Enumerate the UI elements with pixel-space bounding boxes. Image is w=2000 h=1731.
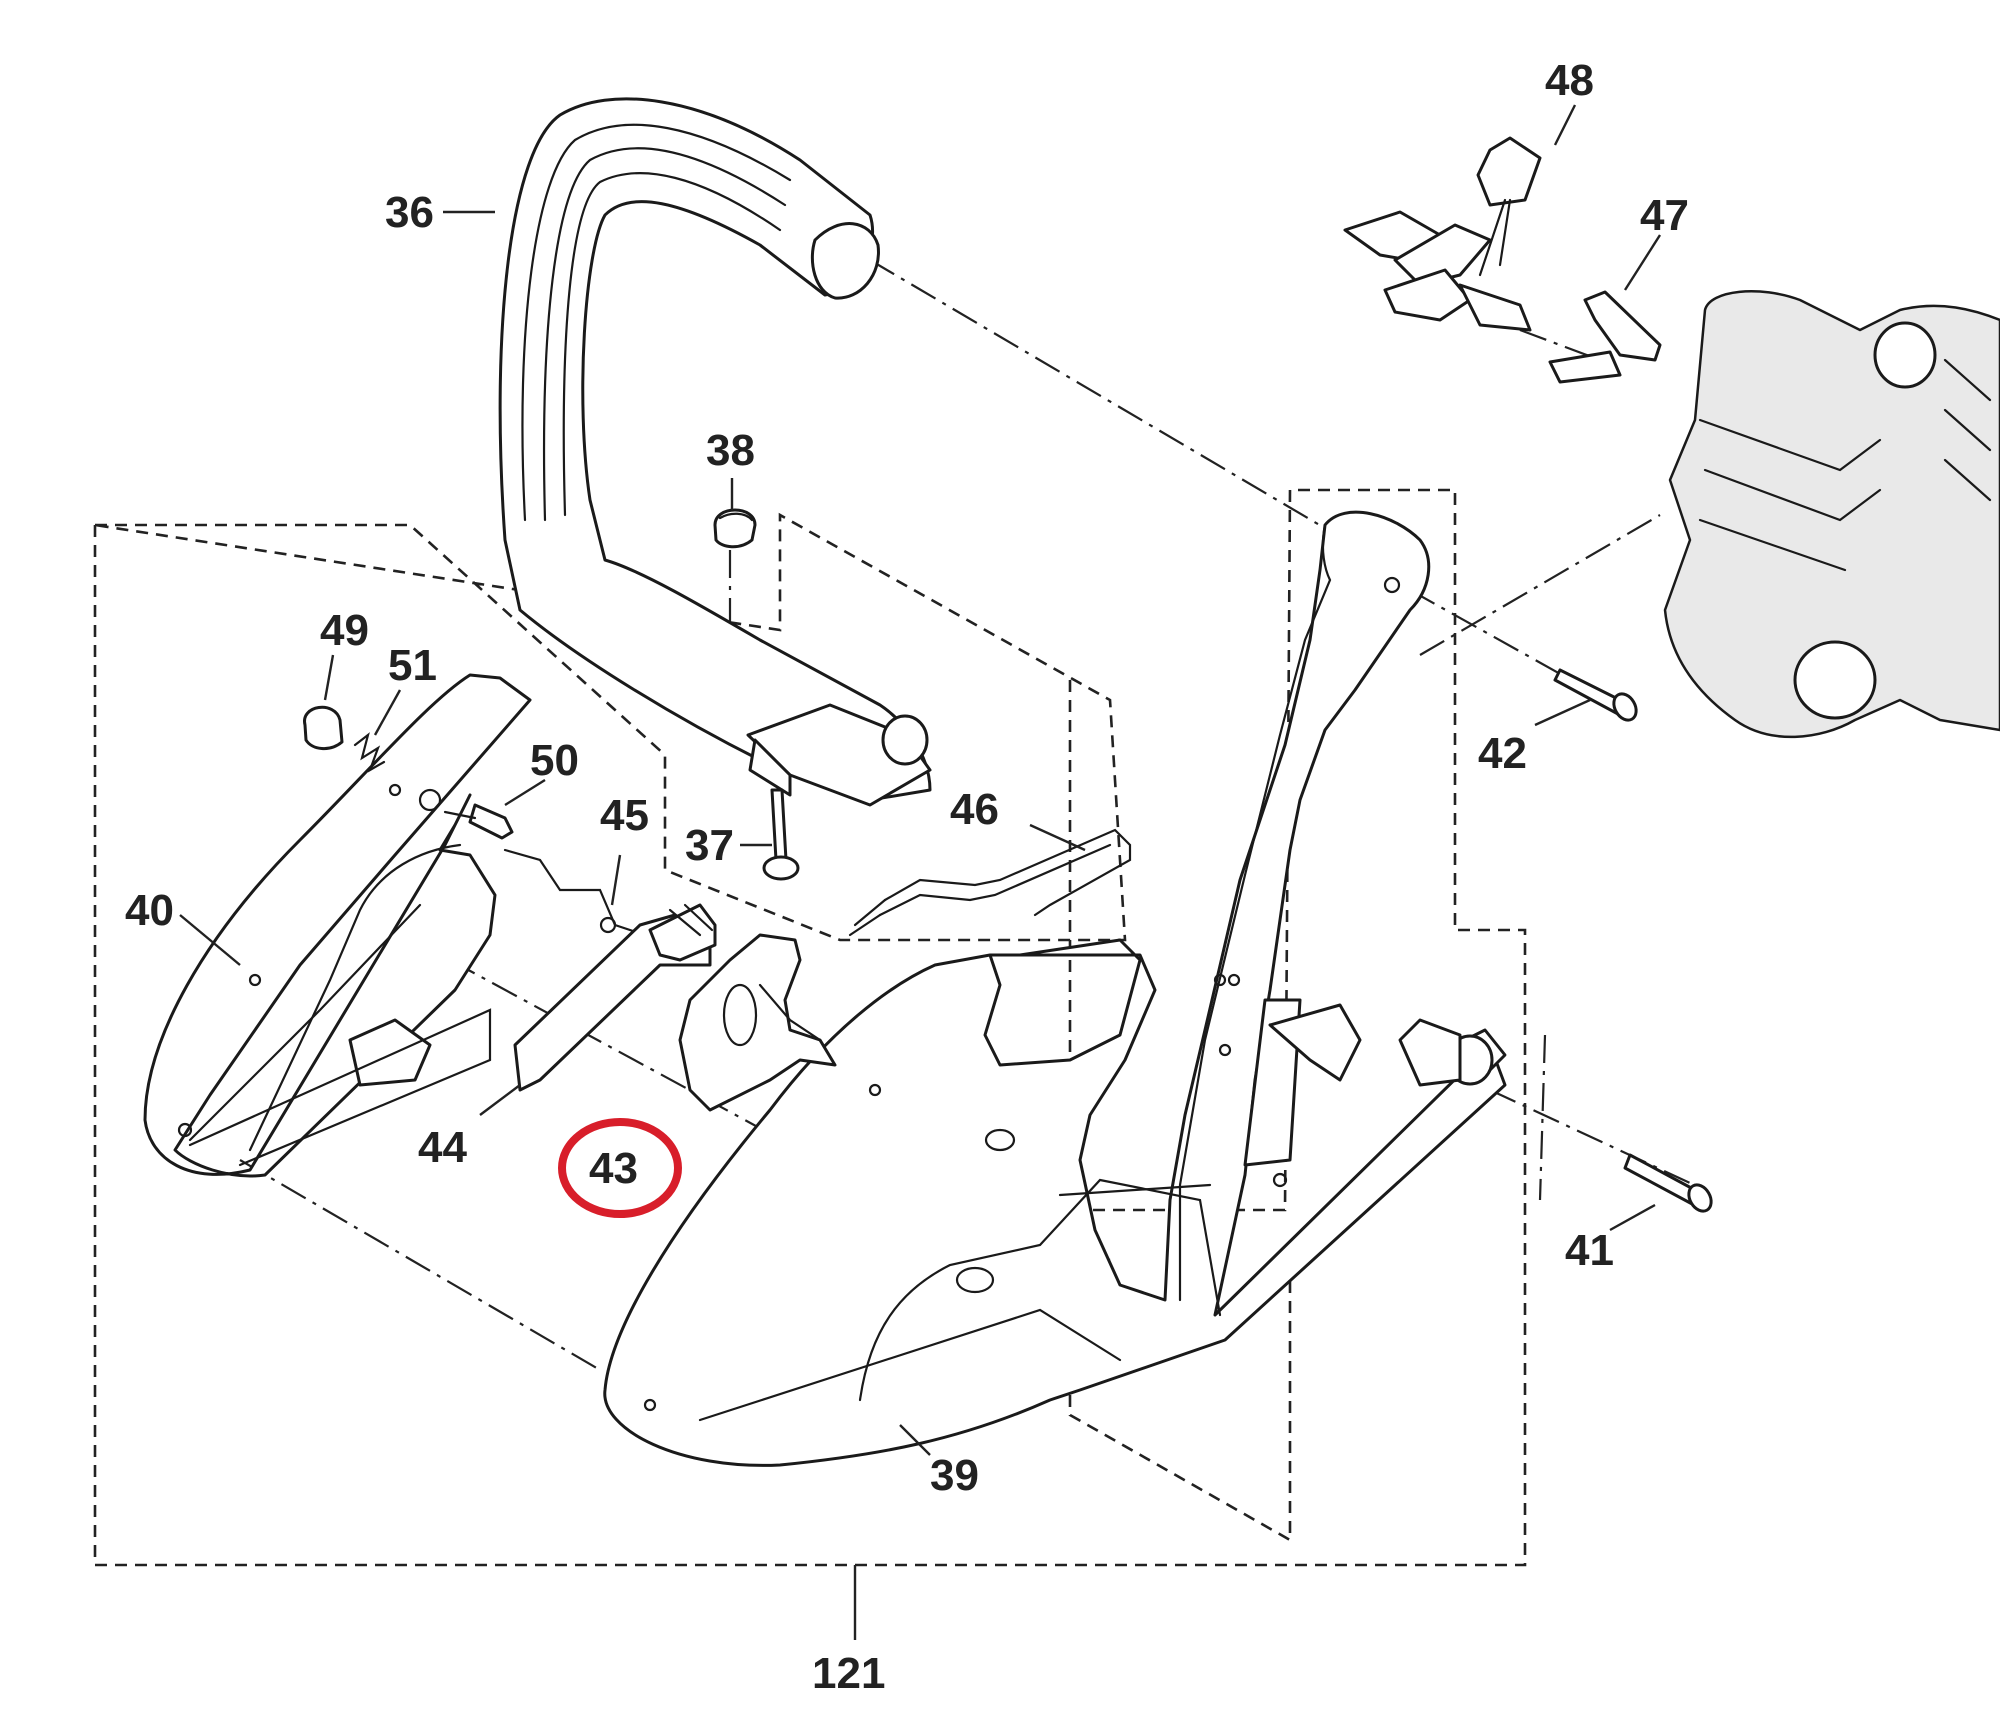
bolt-part-41 — [1623, 1153, 1713, 1213]
brake-cover-part-43 — [678, 933, 837, 1112]
cap-part-49 — [303, 705, 344, 750]
callout-37: 37 — [685, 821, 734, 870]
rear-handle-housing — [1663, 290, 2000, 739]
callout-40: 40 — [125, 886, 174, 935]
bolt-part-42 — [1553, 668, 1638, 722]
callout-49: 49 — [320, 606, 369, 655]
callout-45: 45 — [600, 791, 649, 840]
callout-44: 44 — [418, 1123, 467, 1172]
nut-part-38 — [713, 508, 757, 549]
callout-42: 42 — [1478, 729, 1527, 778]
callout-36: 36 — [385, 188, 434, 237]
callout-47: 47 — [1640, 191, 1689, 240]
spring-part-47 — [1548, 290, 1662, 384]
spring-part-51 — [353, 732, 386, 773]
callout-38: 38 — [706, 426, 755, 475]
leader-lines — [179, 104, 1662, 1640]
callout-43: 43 — [589, 1144, 638, 1193]
callout-46: 46 — [950, 785, 999, 834]
callout-50: 50 — [530, 736, 579, 785]
screw-part-37 — [762, 788, 800, 881]
front-handle-bar-part-36 — [498, 97, 932, 807]
chassis-part-39 — [603, 510, 1507, 1467]
spring-part-45 — [503, 848, 692, 952]
callout-labels: 36 37 38 39 40 41 42 43 44 45 46 47 48 4… — [125, 56, 1689, 1698]
hand-guard-part-40 — [143, 673, 532, 1178]
wire-link-part-46 — [848, 828, 1132, 937]
callout-39: 39 — [930, 1451, 979, 1500]
callout-41: 41 — [1565, 1226, 1614, 1275]
pin-part-50 — [443, 803, 514, 840]
highlight-circle-43 — [558, 1118, 682, 1218]
callout-48: 48 — [1545, 56, 1594, 105]
brake-band-part-44 — [513, 903, 717, 1092]
callout-121: 121 — [812, 1649, 885, 1698]
callout-51: 51 — [388, 641, 437, 690]
throttle-lever-part-48 — [1343, 136, 1542, 332]
